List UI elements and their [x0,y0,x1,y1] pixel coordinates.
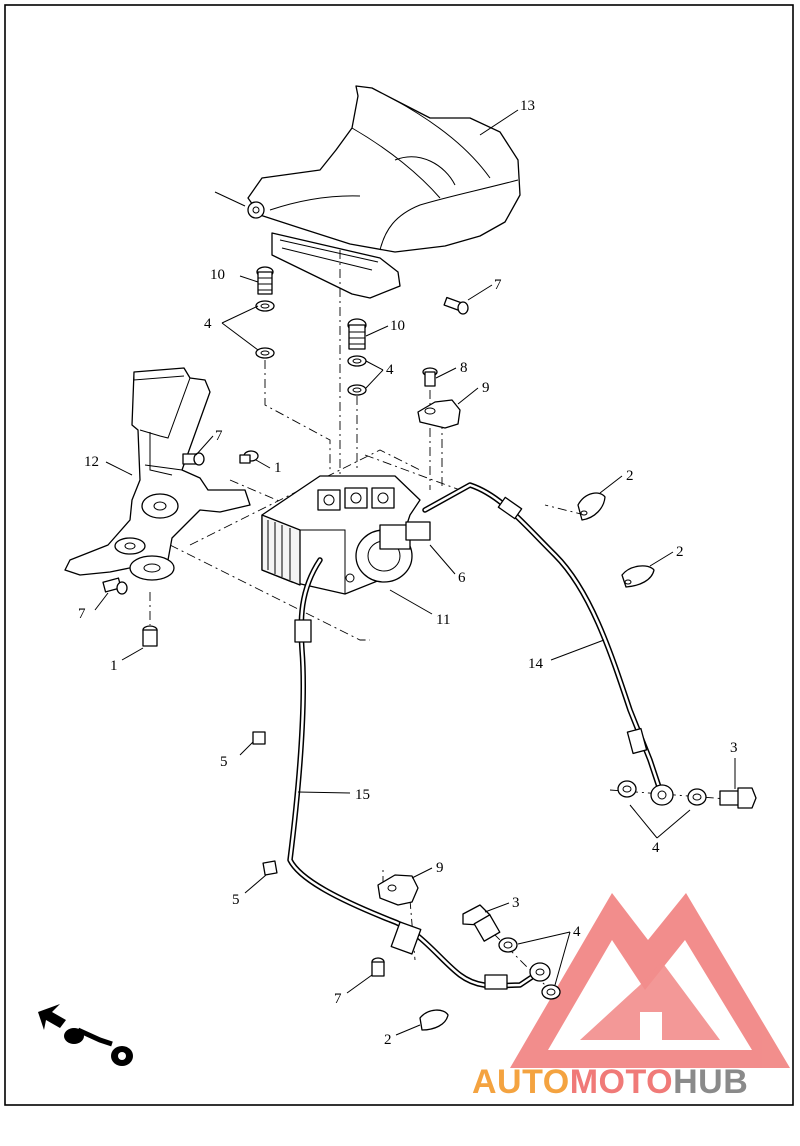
screw-7-bottom [371,957,385,977]
callout-7-lower-left: 7 [78,606,86,622]
screw-7-bracket [182,452,205,466]
clip-2-upper [577,492,606,521]
callout-7-bracket: 7 [215,428,223,444]
clamp-9-upper [417,399,461,429]
abs-cover-part [214,85,521,299]
callout-4-left: 4 [204,316,212,332]
callout-5-lower: 5 [232,892,240,908]
callout-8: 8 [460,360,468,376]
screw-7-top [443,296,469,315]
callout-3-right: 3 [730,740,738,756]
callout-6: 6 [458,570,466,586]
forward-arrow-motorcycle-icon [38,1004,133,1066]
screw-10-right [347,318,367,396]
callout-4-middle: 4 [386,362,394,378]
callout-9-lower: 9 [436,860,444,876]
callout-15: 15 [355,787,370,803]
callout-10-right: 10 [390,318,405,334]
watermark-auto: AUTO [472,1063,570,1101]
callout-9-upper: 9 [482,380,490,396]
callout-7-bottom: 7 [334,991,342,1007]
callout-1-lower: 1 [110,658,118,674]
abs-module-11 [261,475,431,595]
brake-line-15 [287,557,551,990]
watermark-logo [510,893,790,1068]
clip-2-middle [621,565,655,588]
washers-4-right [617,780,707,806]
screw-8 [422,367,438,387]
diagram-frame [4,4,794,1106]
watermark-hub: HUB [673,1063,748,1101]
watermark-moto: MOTO [570,1063,673,1101]
callout-14: 14 [528,656,544,672]
callout-4-lower: 4 [573,924,581,940]
watermark-text: AUTOMOTOHUB [472,1063,748,1101]
spacer-5-lower [262,860,278,876]
callout-2-middle: 2 [676,544,684,560]
leader-lines [94,109,736,1036]
screw-10-left [255,266,275,359]
brake-line-14 [422,482,674,806]
screw-1-upper [239,450,259,464]
callout-7-top: 7 [494,277,502,293]
callout-10-left: 10 [210,267,225,283]
callout-12: 12 [84,454,99,470]
callout-4-right: 4 [652,840,660,856]
screw-1-lower [142,625,158,647]
banjo-bolt-3-lower [462,904,501,942]
clip-2-lower [419,1009,449,1031]
callout-11: 11 [436,612,450,628]
banjo-bolt-3-right [719,787,757,809]
callout-2-upper: 2 [626,468,634,484]
clamp-9-lower [377,874,419,906]
callout-1-upper: 1 [274,460,282,476]
callout-2-lower: 2 [384,1032,392,1048]
callout-labels: 13 10 7 4 10 4 8 9 7 12 1 2 2 6 7 11 1 1… [78,98,738,1048]
callout-13: 13 [520,98,535,114]
washers-4-lower [498,937,561,1000]
screw-7-lower-left [102,577,128,595]
callout-5-upper: 5 [220,754,228,770]
callout-3-lower: 3 [512,895,520,911]
spacer-5-upper [252,731,266,745]
bracket-12 [64,367,251,581]
